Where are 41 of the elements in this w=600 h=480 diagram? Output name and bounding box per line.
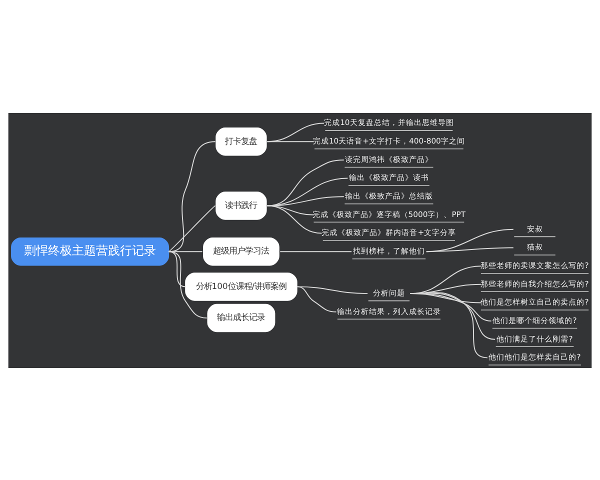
connector [168,250,186,287]
connector [266,177,348,206]
connector [296,286,368,294]
node-box: 输出成长记录 [207,303,276,332]
node-text: 输出《极致产品》总结版 [344,191,433,200]
connector [266,140,314,142]
connector [426,246,514,252]
node-text: 安叔 [526,224,543,233]
connector [266,122,325,142]
connector [168,250,203,252]
node-box: 读书践行 [216,191,267,220]
node-text: 输出分析结果，列入成长记录 [336,306,441,316]
node-text: 完成《极致产品》群内语音+文字分享 [322,228,456,237]
node-text: 输出《极致产品》读书 [348,172,429,182]
node-text: 分析问题 [372,288,405,297]
node-box: 分析100位课程/讲师案例 [185,272,298,300]
connector [266,158,344,206]
node-text: 完成10天复盘总结，并输出思维导图 [324,118,454,127]
node-text: 猫叔 [526,242,543,252]
node-text: 读完周鸿祎《极致产品》 [344,154,433,164]
node-text: 他们满足了什么刚需? [496,334,573,343]
node-box: 超级用户学习法 [203,236,280,266]
connector [296,286,337,312]
connector [168,250,208,318]
connector [426,228,514,252]
node-text: 那些老师的自我介绍怎么写的? [480,278,589,288]
connector [410,292,488,358]
node-box: 打卡复盘 [216,127,267,156]
node-text: 他们是哪个细分领域的? [492,315,577,324]
node-text: 找到榜样，了解他们 [352,246,425,255]
node-box: 剽悍终极主题营践行记录 [11,236,170,266]
connector [168,204,216,252]
node-text: 完成10天语音+文字打卡，400-800字之间 [312,136,465,146]
connector [280,250,352,252]
connector [168,140,216,252]
node-text: 完成《极致产品》逐字稿（5000字）、PPT [312,209,466,218]
node-text: 他们他们是怎样卖自己的? [488,352,581,362]
connector [266,204,322,234]
node-text: 那些老师的卖课文案怎么写的? [480,260,589,270]
connector [266,196,344,206]
node-text: 他们是怎样树立自己的卖点的? [480,297,589,306]
